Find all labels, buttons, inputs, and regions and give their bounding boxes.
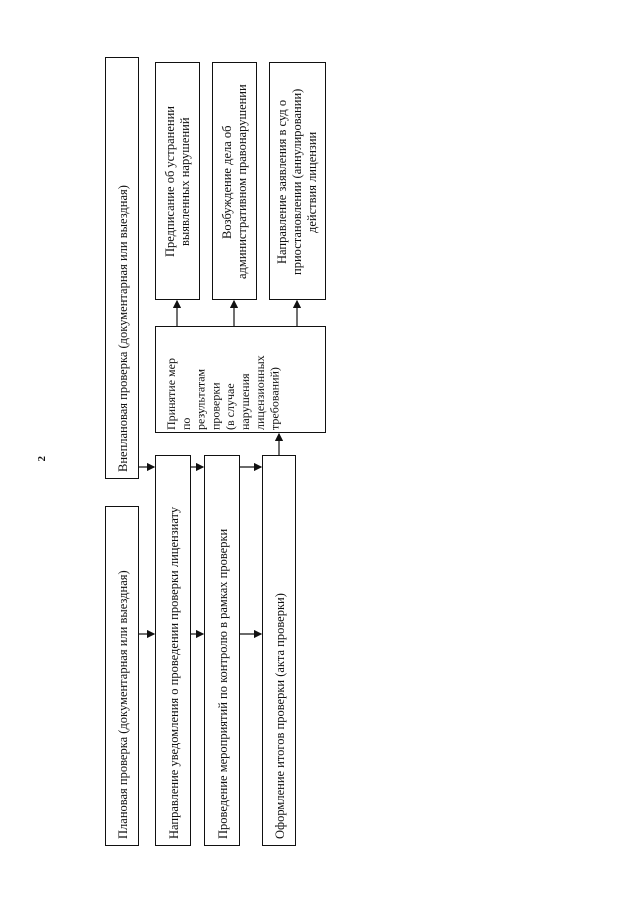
- box-unplanned-inspection: Внеплановая проверка (документарная или …: [105, 57, 139, 479]
- box-admin-case: Возбуждение дела об административном пра…: [212, 62, 257, 300]
- box-court: Направление заявления в суд о приостанов…: [269, 62, 326, 300]
- box-order: Предписание об устранении выявленных нар…: [155, 62, 200, 300]
- box-notice: Направление уведомления о проведении про…: [155, 455, 191, 846]
- box-planned-inspection: Плановая проверка (документарная или вые…: [105, 506, 139, 846]
- box-measures: Принятие мер по результатам проверки (в …: [155, 326, 326, 433]
- box-result: Оформление итогов проверки (акта проверк…: [262, 455, 296, 846]
- box-control: Проведение мероприятий по контролю в рам…: [204, 455, 240, 846]
